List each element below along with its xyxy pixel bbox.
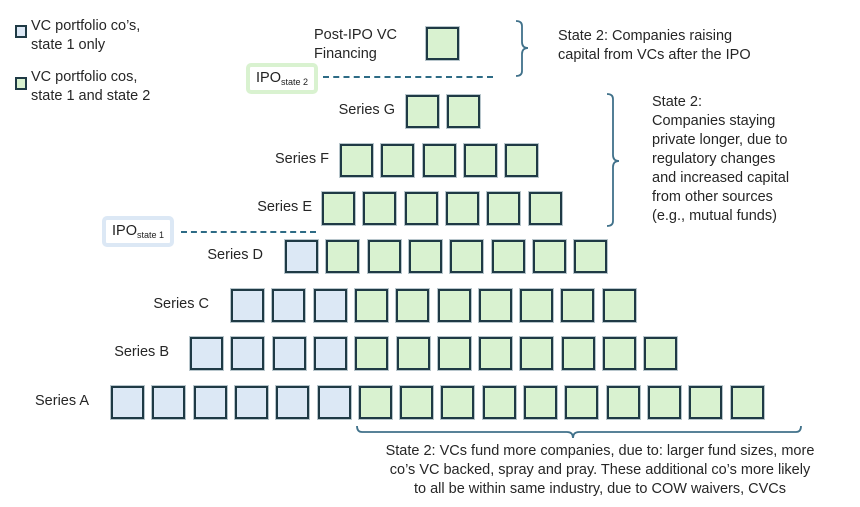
company-box-series-c-state2 — [602, 289, 636, 322]
ipo-state2-marker: IPOstate 2 — [246, 63, 319, 94]
company-box-series-c-state2 — [437, 289, 471, 322]
company-box-series-c-state2 — [520, 289, 554, 322]
company-box-series-b-state1 — [313, 337, 347, 370]
company-box-series-e-state2 — [404, 192, 438, 225]
post-ipo-label: Post-IPO VC Financing — [314, 27, 397, 62]
annotation-private-longer: State 2: Companies staying private longe… — [652, 94, 790, 224]
company-box-post-ipo-state2 — [426, 27, 459, 60]
company-box-series-c-state2 — [396, 289, 430, 322]
annotation-post-ipo: State 2: Companies raising capital from … — [558, 28, 751, 63]
company-box-series-b-state2 — [603, 337, 636, 370]
legend-label-state1: VC portfolio co’s, state 1 only — [31, 18, 141, 53]
company-box-series-d-state2 — [532, 240, 566, 273]
ipo-state1-line — [181, 231, 316, 233]
company-box-series-d-state2 — [326, 240, 360, 273]
company-box-series-c-state2 — [478, 289, 512, 322]
company-box-series-a-state2 — [689, 386, 723, 419]
company-box-series-g-state2 — [447, 95, 481, 128]
company-box-series-a-state2 — [358, 386, 392, 419]
row-label-series-b: Series B — [114, 344, 169, 360]
row-label-series-e: Series E — [257, 199, 312, 215]
row-label-series-f: Series F — [275, 151, 329, 167]
company-box-series-b-state1 — [190, 337, 223, 370]
brace-post-ipo — [515, 20, 529, 77]
company-box-series-e-state2 — [445, 192, 479, 225]
company-box-series-c-state2 — [354, 289, 388, 322]
company-box-series-e-state2 — [322, 192, 355, 225]
legend-swatch-state1 — [15, 25, 27, 38]
brace-more-companies — [356, 425, 802, 439]
company-box-series-f-state2 — [381, 144, 415, 177]
company-box-series-b-state2 — [561, 337, 595, 370]
company-box-series-b-state2 — [396, 337, 430, 370]
company-box-series-a-state1 — [276, 386, 310, 419]
company-box-series-e-state2 — [528, 192, 562, 225]
row-label-series-g: Series G — [338, 102, 395, 118]
company-box-series-d-state2 — [450, 240, 484, 273]
company-box-series-f-state2 — [463, 144, 497, 177]
company-box-series-d-state2 — [574, 240, 608, 273]
company-box-series-c-state1 — [272, 289, 306, 322]
brace-private-longer — [606, 93, 620, 227]
company-box-series-a-state1 — [234, 386, 268, 419]
legend-label-state2: VC portfolio cos, state 1 and state 2 — [31, 69, 151, 104]
ipo-state1-sub: state 1 — [136, 230, 165, 240]
ipo-state2-sub: state 2 — [280, 77, 309, 87]
row-label-series-a: Series A — [35, 393, 89, 409]
company-box-series-a-state2 — [482, 386, 516, 419]
company-box-series-b-state2 — [355, 337, 389, 370]
ipo-state1-main: IPO — [112, 223, 137, 239]
company-box-series-e-state2 — [363, 192, 397, 225]
company-box-series-a-state2 — [730, 386, 764, 419]
company-box-series-b-state2 — [479, 337, 513, 370]
company-box-series-c-state1 — [313, 289, 347, 322]
company-box-series-e-state2 — [487, 192, 521, 225]
company-box-series-b-state2 — [437, 337, 471, 370]
legend-swatch-state2 — [15, 77, 27, 90]
company-box-series-d-state1 — [285, 240, 318, 273]
company-box-series-g-state2 — [406, 95, 439, 128]
ipo-state2-line — [323, 76, 493, 78]
company-box-series-a-state2 — [400, 386, 434, 419]
company-box-series-a-state2 — [524, 386, 557, 419]
company-box-series-a-state2 — [647, 386, 681, 419]
row-label-series-d: Series D — [207, 247, 263, 263]
row-label-series-c: Series C — [153, 296, 209, 312]
company-box-series-f-state2 — [340, 144, 373, 177]
company-box-series-a-state1 — [111, 386, 144, 419]
company-box-series-f-state2 — [422, 144, 456, 177]
company-box-series-b-state1 — [231, 337, 265, 370]
company-box-series-f-state2 — [505, 144, 539, 177]
company-box-series-c-state2 — [561, 289, 595, 322]
ipo-state2-main: IPO — [256, 70, 281, 86]
company-box-series-a-state1 — [317, 386, 351, 419]
company-box-series-d-state2 — [491, 240, 525, 273]
ipo-state1-marker: IPOstate 1 — [102, 216, 175, 247]
annotation-more-companies: State 2: VCs fund more companies, due to… — [385, 443, 815, 497]
company-box-series-d-state2 — [367, 240, 401, 273]
company-box-series-b-state1 — [272, 337, 306, 370]
company-box-series-b-state2 — [644, 337, 678, 370]
company-box-series-a-state1 — [193, 386, 227, 419]
company-box-series-b-state2 — [520, 337, 554, 370]
company-box-series-a-state2 — [606, 386, 640, 419]
company-box-series-c-state1 — [231, 289, 264, 322]
company-box-series-a-state2 — [441, 386, 475, 419]
company-box-series-a-state1 — [152, 386, 186, 419]
company-box-series-d-state2 — [408, 240, 442, 273]
company-box-series-a-state2 — [565, 386, 599, 419]
